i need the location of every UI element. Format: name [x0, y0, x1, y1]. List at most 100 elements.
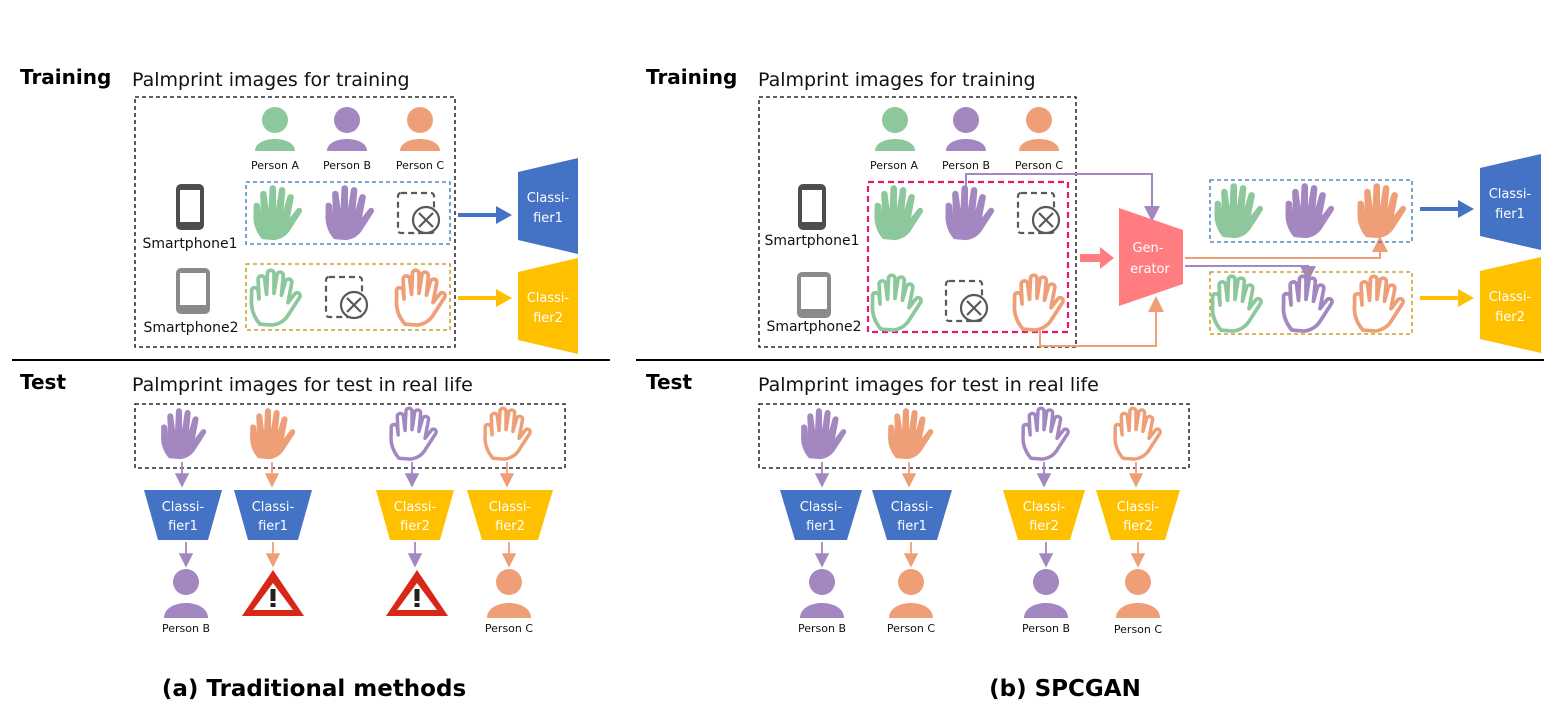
- smartphone1-icon: [176, 184, 204, 230]
- smartphone2-label: Smartphone2: [143, 320, 238, 336]
- person-a-icon: [875, 107, 915, 151]
- test-classifier-line2: fier2: [400, 519, 430, 534]
- training-set-frame: [134, 96, 456, 348]
- test-classifier-line1: Classi-: [162, 500, 205, 515]
- hand-green-outline-icon: [870, 273, 923, 332]
- person-b-label: Person B: [323, 159, 371, 172]
- classifier1-block: [518, 158, 578, 254]
- test-classifier2-block: [467, 490, 553, 540]
- test-classifier-line2: fier1: [258, 519, 288, 534]
- test-hand-orange-outline-icon: [1113, 406, 1162, 461]
- test-classifier-line1: Classi-: [1023, 500, 1066, 515]
- classifier1-line1: Classi-: [527, 191, 570, 206]
- hand-purple-icon: [945, 185, 995, 241]
- arrow-to-classifier2: [1420, 289, 1474, 307]
- test-classifier2-block: [376, 490, 454, 540]
- person-c-label: Person C: [396, 159, 444, 172]
- hand-green-icon: [874, 185, 924, 241]
- hand-orange-generated-icon: [1357, 183, 1407, 239]
- test-hand-purple-icon: [161, 408, 207, 460]
- hand-green-outline-icon: [249, 268, 302, 327]
- smartphone2-output-frame: [1209, 271, 1413, 335]
- person-b-result-icon: [164, 569, 208, 618]
- arrow-to-classifier1: [1420, 200, 1474, 218]
- test-output-label: Person C: [485, 622, 533, 635]
- orange-feed-line: [1039, 296, 1164, 347]
- smartphone1-label: Smartphone1: [142, 236, 237, 252]
- warning-icon: [386, 570, 448, 616]
- person-b-icon: [946, 107, 986, 151]
- person-c-result-icon: [1116, 569, 1160, 618]
- person-a-label: Person A: [870, 159, 918, 172]
- test-output-label: Person C: [887, 622, 935, 635]
- hand-orange-outline-icon: [1012, 273, 1065, 332]
- classifier2-line2: fier2: [1495, 310, 1525, 325]
- classifier2-block: [518, 258, 578, 354]
- test-classifier1-block: [780, 490, 862, 540]
- test-classifier-line1: Classi-: [800, 500, 843, 515]
- classifier1-line2: fier1: [1495, 207, 1525, 222]
- training-subtitle: Palmprint images for training: [758, 69, 1036, 91]
- arrow-to-classifier1: [458, 206, 512, 224]
- person-c-label: Person C: [1015, 159, 1063, 172]
- generator-block: [1119, 208, 1183, 306]
- hand-orange-outline-icon: [394, 268, 447, 327]
- test-classifier-line2: fier2: [1029, 519, 1059, 534]
- missing-image-icon: [944, 279, 989, 323]
- test-hand-orange-icon: [888, 408, 934, 460]
- test-classifier-line2: fier1: [897, 519, 927, 534]
- smartphone1-icon: [798, 184, 826, 230]
- test-label: Test: [646, 370, 692, 394]
- test-classifier1-block: [234, 490, 312, 540]
- panel-b: Training Palmprint images for training P…: [636, 65, 1544, 702]
- test-classifier1-block: [872, 490, 952, 540]
- training-set-frame: [758, 96, 1077, 348]
- generator-input-frame: [866, 180, 1070, 334]
- training-subtitle: Palmprint images for training: [132, 69, 410, 91]
- person-c-icon: [1019, 107, 1059, 151]
- test-set-frame: [134, 403, 566, 469]
- classifier2-line1: Classi-: [527, 291, 570, 306]
- generator-line1: Gen-: [1132, 241, 1163, 256]
- test-classifier-line1: Classi-: [394, 500, 437, 515]
- missing-image-icon: [324, 275, 369, 320]
- person-b-label: Person B: [942, 159, 990, 172]
- smartphone2-label: Smartphone2: [766, 319, 861, 335]
- caption-b: (b) SPCGAN: [989, 676, 1141, 702]
- hand-purple-generated-outline-icon: [1281, 274, 1334, 333]
- test-subtitle: Palmprint images for test in real life: [132, 374, 473, 396]
- generated-orange-line: [1185, 236, 1388, 259]
- smartphone2-row-frame: [245, 263, 451, 331]
- test-classifier-line2: fier2: [495, 519, 525, 534]
- classifier2-line1: Classi-: [1489, 290, 1532, 305]
- test-hand-purple-icon: [801, 408, 847, 460]
- caption-a: (a) Traditional methods: [162, 676, 466, 702]
- test-label: Test: [20, 370, 66, 394]
- test-classifier-line2: fier1: [806, 519, 836, 534]
- test-output-label: Person B: [1022, 622, 1070, 635]
- classifier1-line2: fier1: [533, 211, 563, 226]
- test-output-label: Person B: [798, 622, 846, 635]
- smartphone1-label: Smartphone1: [764, 233, 859, 249]
- test-hand-purple-outline-icon: [389, 406, 438, 461]
- person-a-icon: [255, 107, 295, 151]
- classifier1-block: [1480, 154, 1541, 250]
- test-classifier-line2: fier1: [168, 519, 198, 534]
- test-output-label: Person B: [162, 622, 210, 635]
- person-c-result-icon: [487, 569, 531, 618]
- test-output-label: Person C: [1114, 623, 1162, 636]
- hand-green-icon: [1214, 183, 1264, 239]
- test-classifier-line1: Classi-: [1117, 500, 1160, 515]
- hand-purple-icon: [1285, 183, 1335, 239]
- training-label: Training: [646, 65, 737, 89]
- test-subtitle: Palmprint images for test in real life: [758, 374, 1099, 396]
- warning-icon: [242, 570, 304, 616]
- test-classifier2-block: [1096, 490, 1180, 540]
- training-label: Training: [20, 65, 111, 89]
- smartphone2-icon: [176, 268, 210, 314]
- hand-purple-icon: [325, 185, 375, 241]
- hand-orange-outline-icon: [1352, 274, 1405, 333]
- smartphone1-output-frame: [1209, 179, 1413, 243]
- hand-green-outline-icon: [1210, 274, 1263, 333]
